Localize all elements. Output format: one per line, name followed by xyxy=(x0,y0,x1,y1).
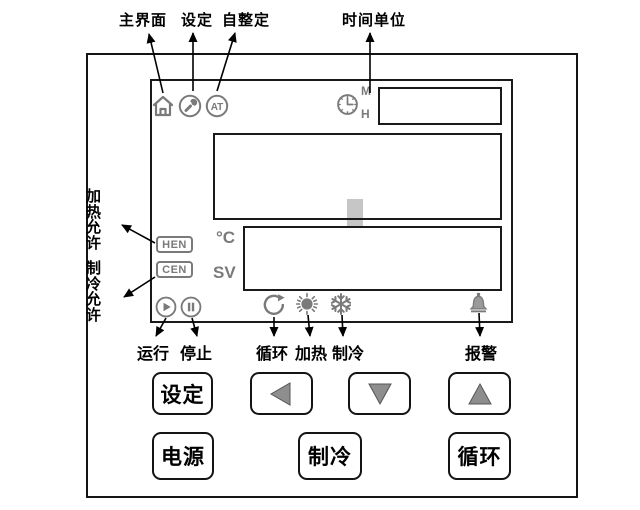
power-button[interactable]: 电源 xyxy=(152,432,214,480)
callout-run: 运行 xyxy=(137,346,170,363)
down-arrow-button[interactable] xyxy=(348,372,411,415)
callout-autotune: 自整定 xyxy=(222,12,271,29)
callout-alarm: 报警 xyxy=(465,346,498,363)
callout-main-screen: 主界面 xyxy=(119,12,168,29)
down-arrow-icon xyxy=(367,383,392,405)
cycle-button[interactable]: 循环 xyxy=(448,432,511,480)
heat-icon xyxy=(295,292,319,316)
callout-time-unit: 时间单位 xyxy=(342,12,407,29)
pv-display xyxy=(213,133,502,220)
home-icon xyxy=(152,95,174,117)
callout-cycle: 循环 xyxy=(256,346,289,363)
svg-text:AT: AT xyxy=(211,102,224,113)
cycle-icon xyxy=(263,294,285,316)
clock-icon xyxy=(337,94,358,115)
set-button[interactable]: 设定 xyxy=(152,372,213,415)
autotune-icon: AT xyxy=(205,94,229,118)
left-arrow-icon xyxy=(269,381,290,406)
time-display xyxy=(378,87,502,125)
settings-wrench-icon xyxy=(178,94,202,118)
stop-icon xyxy=(180,296,202,318)
left-arrow-button[interactable] xyxy=(250,372,313,415)
device-panel xyxy=(150,79,513,323)
callout-cool: 制冷 xyxy=(332,346,365,363)
sv-display xyxy=(243,226,502,291)
callout-heat-enable: 加热允许 xyxy=(85,188,101,252)
cool-button[interactable]: 制冷 xyxy=(298,432,362,480)
sv-label: SV xyxy=(213,263,236,282)
run-icon xyxy=(155,296,177,318)
outer-frame xyxy=(86,53,578,498)
callout-cool-enable: 制冷允许 xyxy=(85,260,101,324)
minute-unit-label: M xyxy=(361,84,371,98)
callout-stop: 停止 xyxy=(180,346,213,363)
up-arrow-icon xyxy=(467,382,492,404)
cool-enable-indicator: CEN xyxy=(156,261,193,278)
callout-setting: 设定 xyxy=(181,12,214,29)
callout-heat: 加热 xyxy=(295,346,328,363)
hour-unit-label: H xyxy=(361,107,370,121)
cool-icon xyxy=(330,293,352,315)
heat-enable-indicator: HEN xyxy=(156,236,193,253)
celsius-label: °C xyxy=(216,228,236,247)
up-arrow-button[interactable] xyxy=(448,372,511,415)
alarm-icon xyxy=(469,292,488,313)
